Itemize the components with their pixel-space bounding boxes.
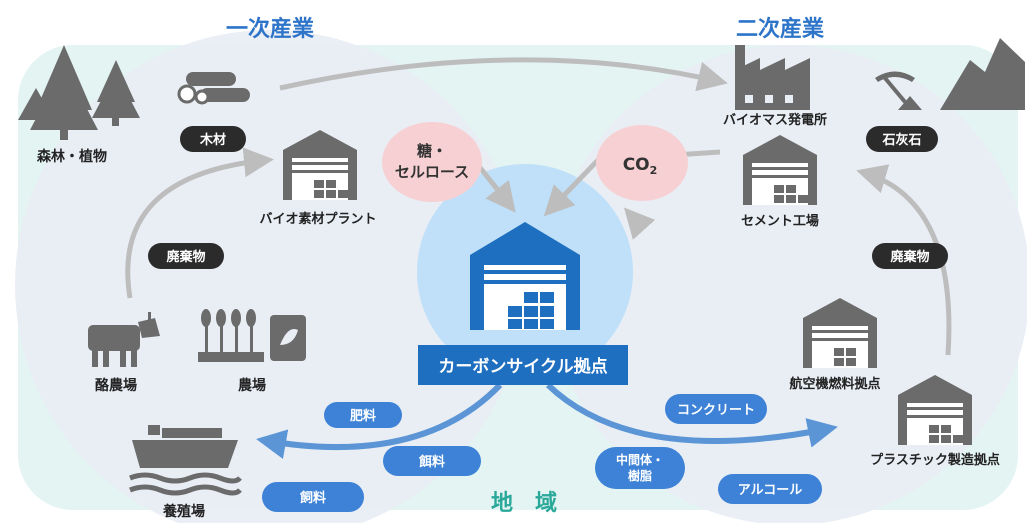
sugar-cellulose-line2: セルロース [395, 163, 469, 181]
dairy-label: 酪農場 [95, 377, 137, 394]
fertilizer-badge [324, 402, 402, 428]
cement-label: セメント工場 [741, 213, 819, 229]
feed2-badge [262, 482, 364, 512]
hub-label: カーボンサイクル拠点 [438, 356, 607, 377]
aviation-fuel-label: 航空機燃料拠点 [789, 376, 880, 392]
factory-icon [735, 45, 810, 110]
intermediates-badge [595, 447, 685, 489]
ship-icon [129, 425, 242, 496]
co2-bubble [596, 125, 688, 201]
left-waste-badge [148, 243, 224, 269]
waste-to-bioplant-arrow [125, 147, 274, 299]
hub-label-box [418, 345, 628, 385]
limestone-badge-label: 石灰石 [881, 132, 921, 148]
primary-sector-label: 一次産業 [226, 16, 315, 42]
concrete-badge [665, 394, 767, 424]
feed1-badge [383, 446, 481, 476]
wood-badge-label: 木材 [199, 132, 226, 148]
cement-warehouse-icon [743, 135, 817, 205]
concrete-badge-label: コンクリート [677, 403, 755, 418]
right-waste-badge-label: 廃棄物 [889, 249, 929, 265]
co2-label: CO2 [623, 155, 658, 177]
biomass-power-label: バイオマス発電所 [723, 112, 827, 128]
right-waste-badge [872, 243, 948, 269]
wood-badge [180, 126, 246, 152]
logs-icon [177, 72, 250, 105]
intermediates-line1: 中間体・ [616, 452, 664, 467]
sugar-cellulose-bubble [382, 122, 482, 202]
fishery-label: 養殖場 [162, 503, 205, 520]
intermediates-line2: 樹脂 [628, 468, 652, 483]
hub-to-fishery-arrow [256, 382, 503, 459]
farm-label: 農場 [238, 377, 266, 394]
hub-to-plastic-arrow [545, 382, 838, 448]
bio-plant-label: バイオ素材プラント [259, 211, 376, 227]
forest-icon [18, 45, 140, 140]
plastic-warehouse-icon [898, 375, 972, 445]
fertilizer-bag-icon [270, 315, 306, 361]
waste-to-cement-arrow [856, 164, 952, 356]
hub-warehouse-icon [470, 222, 580, 330]
limestone-badge [866, 126, 938, 152]
fertilizer-badge-label: 肥料 [350, 408, 376, 424]
forest-label: 森林・植物 [37, 148, 107, 165]
aviation-fuel-warehouse-icon [803, 298, 877, 368]
feed2-badge-label: 飼料 [299, 490, 326, 506]
wheat-icon [198, 309, 264, 362]
left-waste-badge-label: 廃棄物 [165, 249, 205, 265]
pickaxe-icon [875, 71, 922, 110]
hub-to-co2-arrow [623, 207, 656, 240]
feed1-badge-label: 餌料 [418, 454, 445, 470]
secondary-sector-label: 二次産業 [736, 16, 825, 42]
sugar-cellulose-line1: 糖・ [417, 142, 447, 160]
bio-plant-warehouse-icon [283, 130, 357, 200]
region-label: 地 域 [491, 490, 557, 516]
alcohol-badge [718, 474, 822, 504]
cow-icon [88, 312, 160, 367]
wood-to-biomass-arrow [279, 57, 728, 92]
alcohol-badge-label: アルコール [738, 483, 803, 498]
mountain-icon [940, 38, 1025, 110]
plastic-label: プラスチック製造拠点 [870, 452, 1000, 468]
